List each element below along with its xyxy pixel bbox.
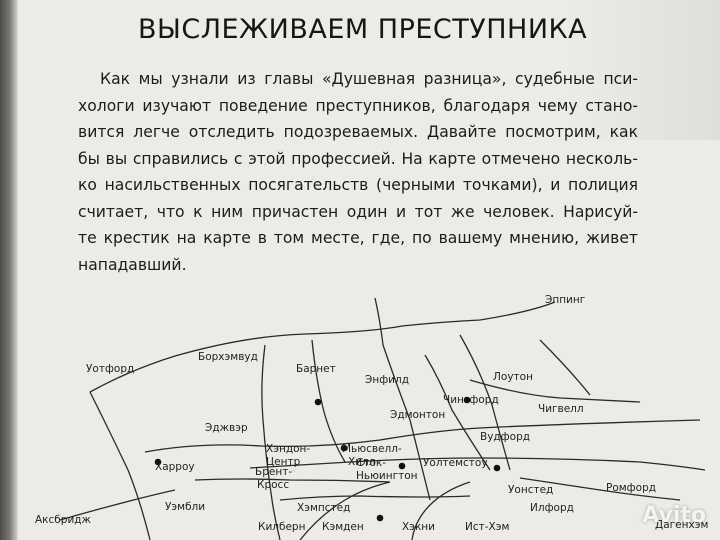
road-line bbox=[539, 339, 591, 396]
paragraph-line: те крестик на карте в том месте, где, по… bbox=[78, 229, 638, 247]
map-label-uxbridge: Аксбридж bbox=[35, 514, 92, 526]
opposite-page-edge bbox=[570, 0, 720, 140]
map-label-hampstead: Хэмпстед bbox=[297, 502, 350, 514]
map-label-barnet: Барнет bbox=[296, 363, 336, 375]
map-label-walthamstow: Уолтемстоу bbox=[423, 457, 488, 469]
road-line bbox=[59, 489, 176, 521]
road-line bbox=[249, 457, 706, 471]
map-label-muswell-hill: Мьюсвелл- Хилл bbox=[342, 443, 405, 468]
road-line bbox=[374, 297, 431, 501]
road-line bbox=[299, 481, 391, 540]
map-label-east-ham: Ист-Хэм bbox=[465, 521, 509, 533]
paragraph-line: хологи изучают поведение преступников, б… bbox=[78, 96, 638, 115]
crime-dot bbox=[398, 462, 406, 470]
crime-dot bbox=[314, 398, 322, 406]
road-line bbox=[89, 391, 151, 540]
road-line bbox=[261, 344, 281, 540]
map-label-hendon-line1: Хэндон- bbox=[266, 443, 310, 455]
map-label-chingford: Чингфорд bbox=[443, 394, 499, 406]
map-label-borehamwood: Борхэмвуд bbox=[198, 351, 258, 363]
map-label-edmonton: Эдмонтон bbox=[390, 409, 445, 421]
map-label-chigwell: Чигвелл bbox=[538, 403, 584, 415]
page-title: ВЫСЛЕЖИВАЕМ ПРЕСТУПНИКА bbox=[138, 14, 588, 45]
map-label-hackney: Хэкни bbox=[402, 521, 435, 533]
paragraph-line: считает, что к ним причастен один и тот … bbox=[78, 202, 638, 221]
map-label-hendon: Хэндон- Центр bbox=[266, 443, 314, 468]
map-label-hendon-line2: Центр bbox=[266, 456, 301, 468]
crime-dot bbox=[340, 444, 348, 452]
avito-watermark: Avito bbox=[642, 503, 706, 528]
map-label-woodford: Вудфорд bbox=[480, 431, 530, 443]
road-line bbox=[144, 419, 701, 453]
crime-dot bbox=[376, 514, 384, 522]
map-label-watford: Уотфорд bbox=[86, 363, 134, 375]
crime-dot bbox=[463, 396, 471, 404]
paragraph-line: Как мы узнали из главы «Душевная разница… bbox=[100, 70, 638, 88]
map-label-romford: Ромфорд bbox=[606, 482, 656, 494]
crime-dot bbox=[154, 458, 162, 466]
map-label-loughton: Лоутон bbox=[493, 371, 533, 383]
body-paragraph: Как мы узнали из главы «Душевная разница… bbox=[78, 70, 638, 282]
paragraph-line: бы вы справились с этой профессией. На к… bbox=[78, 149, 638, 168]
road-line bbox=[194, 478, 391, 483]
road-line bbox=[469, 379, 641, 403]
map-label-camden: Кэмден bbox=[322, 521, 364, 533]
road-line bbox=[279, 495, 471, 501]
map-label-brent-cross: Брент- Кросс bbox=[255, 466, 295, 491]
map-label-wembley: Уэмбли bbox=[165, 501, 205, 513]
road-line bbox=[519, 477, 681, 501]
road-line bbox=[89, 301, 556, 393]
crime-dot bbox=[493, 464, 501, 472]
map-label-edgware: Эджвэр bbox=[205, 422, 248, 434]
map-label-epping: Эппинг bbox=[545, 294, 585, 306]
road-line bbox=[311, 339, 346, 463]
paragraph-line: вится легче отследить подозреваемых. Дав… bbox=[78, 123, 638, 141]
book-spine-shadow bbox=[0, 0, 18, 540]
map-label-harrow: Харроу bbox=[155, 461, 195, 473]
map-label-dagenham: Дагенхэм bbox=[655, 519, 708, 531]
map-label-ilford: Илфорд bbox=[530, 502, 574, 514]
paragraph-line: ко насильственных посягательств (черными… bbox=[78, 176, 638, 194]
map-label-kilburn: Килберн bbox=[258, 521, 305, 533]
road-line bbox=[424, 354, 491, 471]
map-label-stoke-newington: Сток- Ньюингтон bbox=[356, 457, 418, 482]
map-label-wanstead: Уонстед bbox=[508, 484, 553, 496]
paragraph-line: нападавший. bbox=[78, 255, 187, 274]
map-label-enfield: Энфилд bbox=[365, 374, 409, 386]
road-line bbox=[459, 334, 511, 471]
road-line bbox=[411, 481, 471, 540]
